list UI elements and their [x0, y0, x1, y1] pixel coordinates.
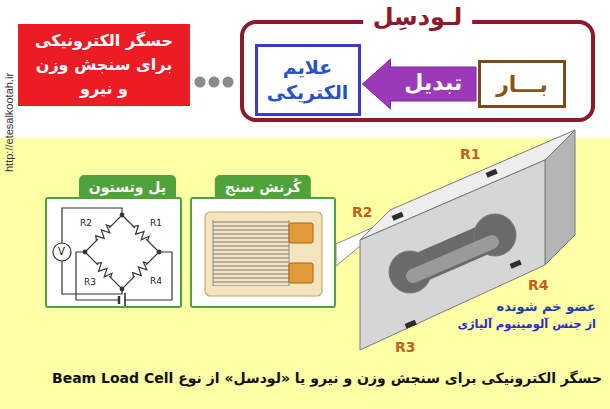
callout-number: R1	[460, 146, 481, 163]
resistor-label: R3	[84, 277, 96, 288]
part-name: عضو خم شونده	[497, 299, 596, 315]
panel-heading: پل وتستون	[79, 175, 176, 199]
box-fill	[242, 22, 593, 120]
block-arrow	[363, 59, 477, 109]
sensor-box: حسگر الکترونیکی برای سنجش وزن و نیرو	[18, 24, 190, 106]
resistor-label: R1	[150, 218, 162, 229]
arrow-label: تبدیل	[404, 70, 462, 96]
callout-number: R3	[395, 339, 416, 356]
box-text: علایم الکتریکی	[266, 55, 350, 104]
panel-heading: کُرنش سنج	[215, 175, 311, 199]
callout-number: R2	[352, 204, 373, 221]
strain-gauge	[205, 212, 322, 296]
load-cell-block	[360, 130, 575, 350]
bridge-panel: پل وتستون	[45, 197, 182, 308]
caption: حسگر الکترونیکی برای سنجش وزن و نیرو یا …	[52, 370, 602, 387]
resistor-label: R4	[150, 276, 162, 287]
resistor-label: R2	[80, 218, 92, 229]
signal-box: علایم الکتریکی	[255, 44, 361, 116]
panel-fill	[45, 197, 182, 308]
panel-fill	[190, 197, 336, 308]
dotted-connector	[200, 77, 230, 88]
watermark: http://etesalkootah.ir	[3, 73, 16, 172]
ground	[0, 138, 610, 409]
load-box: بـــار	[478, 60, 566, 108]
gauge-panel: کُرنش سنج	[190, 197, 336, 308]
box-text: بـــار	[496, 72, 548, 97]
callout-number: R4	[528, 277, 549, 294]
material-note: از جنس آلومینیوم آلیاژی	[457, 318, 596, 332]
meter-label: V	[58, 246, 65, 258]
box-heading: لـودسِل	[363, 2, 473, 32]
bridge-circuit	[53, 208, 172, 306]
box-text: حسگر الکترونیکی برای سنجش وزن و نیرو	[31, 29, 177, 101]
